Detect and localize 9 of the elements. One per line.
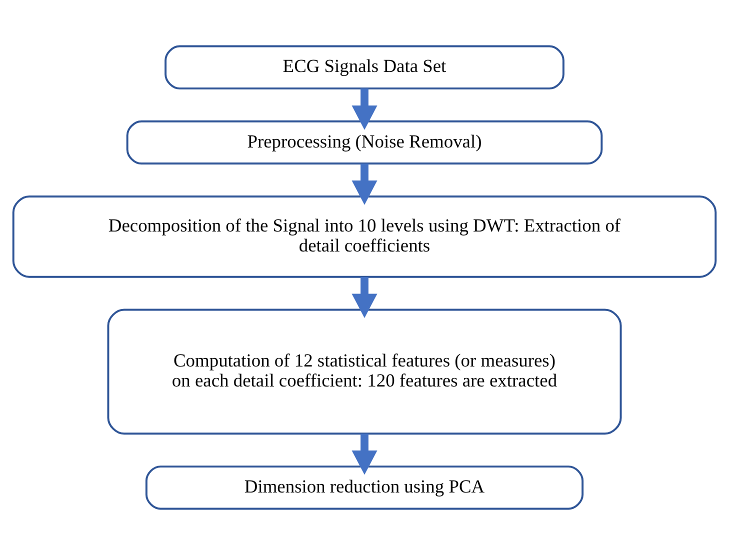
node-box: Computation of 12 statistical features (or measures) on each detail coefficient: 120 features are extracted xyxy=(107,308,622,434)
arrow xyxy=(352,88,378,130)
node-box: Decomposition of the Signal into 10 levels using DWT: Extraction of detail coefficients xyxy=(12,194,717,278)
node-box: ECG Signals Data Set xyxy=(164,44,564,89)
arrow xyxy=(352,163,378,204)
node-box: Preprocessing (Noise Removal) xyxy=(126,120,603,164)
node-box: Dimension reduction using PCA xyxy=(145,465,584,510)
arrow xyxy=(352,276,378,318)
arrow xyxy=(352,433,378,474)
